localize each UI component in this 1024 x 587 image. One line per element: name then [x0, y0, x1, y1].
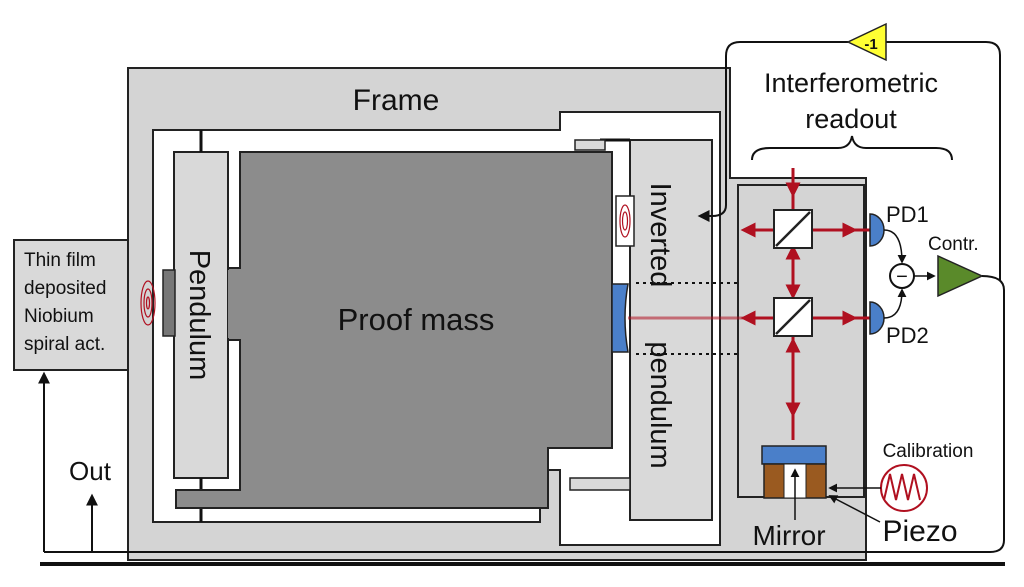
beam-splitter-upper [773, 209, 813, 249]
feedback-wire-top [886, 41, 1001, 280]
proof-mass-block [175, 151, 613, 509]
connector-lower [569, 477, 631, 491]
thin-film-line-4: spiral act. [24, 334, 105, 355]
inverted-pendulum-column [629, 139, 713, 521]
thin-film-actuator-block [13, 239, 129, 371]
calibration-label: Calibration [883, 441, 974, 462]
inverted-label: Inverted [644, 183, 676, 288]
piezo-arrow [828, 495, 881, 523]
thin-film-line-3: Niobium [24, 306, 94, 327]
coil-right-icon [619, 204, 631, 238]
calibration-source-icon [880, 464, 928, 512]
thin-film-line-2: deposited [24, 278, 106, 299]
feedback-wire [44, 275, 1005, 553]
reference-mirror [761, 445, 827, 465]
controller-label: Contr. [928, 234, 979, 255]
pd2-label: PD2 [886, 323, 929, 348]
laser-arrows [740, 168, 858, 418]
connector-upper [574, 139, 606, 151]
pd1-label: PD1 [886, 202, 929, 227]
gain-label: -1 [864, 36, 877, 53]
readout-brace [751, 135, 953, 161]
gain-to-coil-wire [697, 41, 848, 222]
out-label: Out [69, 456, 112, 486]
beam-splitter-lower [773, 297, 813, 337]
thin-film-line-1: Thin film [24, 250, 96, 271]
proof-mass-mirror [611, 283, 629, 353]
pd2-wire [883, 288, 907, 319]
subtractor-sign: − [896, 266, 908, 288]
readout-label: readout [805, 104, 897, 134]
photodiode-pd2 [869, 301, 885, 335]
photodiode-pd1 [869, 213, 885, 247]
proof-mass-stem [228, 270, 242, 338]
pendulum-label: Pendulum [183, 250, 215, 381]
gain-icon [846, 22, 887, 62]
coil-right-box [615, 195, 635, 247]
magnet-left [162, 269, 176, 337]
coil-left-icon [140, 280, 156, 326]
calibration-wave [883, 473, 921, 501]
controller-icon [937, 254, 984, 298]
mirror-label: Mirror [752, 520, 825, 551]
proof-mass-label: Proof mass [338, 302, 495, 337]
frame-label: Frame [353, 84, 440, 117]
inverted-pendulum-label: pendulum [644, 341, 676, 468]
piezo-label: Piezo [882, 515, 957, 548]
interferometric-label: Interferometric [764, 68, 938, 98]
pd1-wire [883, 229, 907, 264]
